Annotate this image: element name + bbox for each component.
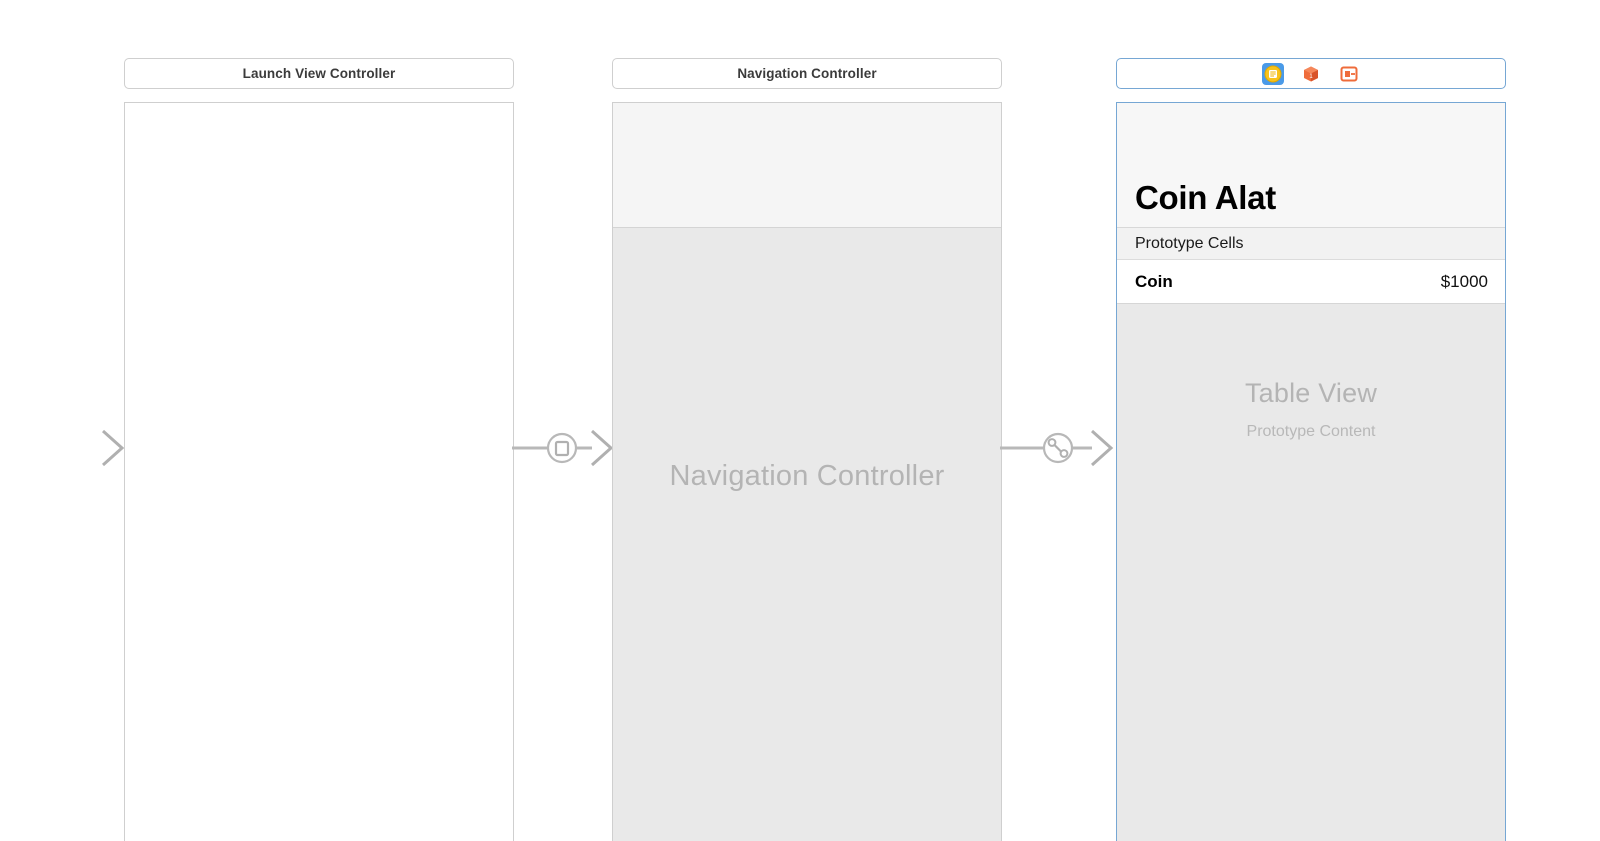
segue-glyph-present-modally bbox=[512, 429, 614, 467]
segue-launch-to-navigation[interactable] bbox=[512, 424, 618, 472]
exit-icon[interactable] bbox=[1338, 63, 1360, 85]
scene-dock-icon-bar[interactable]: 1 bbox=[1116, 58, 1506, 89]
relationship-glyph-root-view-controller bbox=[1000, 429, 1114, 467]
cell-title-label: Coin bbox=[1135, 271, 1173, 291]
cell-detail-label: $1000 bbox=[1440, 271, 1488, 291]
view-controller-icon[interactable] bbox=[1262, 62, 1284, 85]
relationship-root-view-controller[interactable] bbox=[1000, 424, 1122, 472]
scene-canvas-navigation[interactable]: Navigation Controller bbox=[612, 102, 1002, 841]
scene-title-label: Navigation Controller bbox=[737, 66, 877, 81]
prototype-cell-row[interactable]: Coin $1000 bbox=[1117, 260, 1505, 304]
navigation-bar bbox=[613, 103, 1001, 228]
svg-text:1: 1 bbox=[1309, 74, 1313, 80]
first-responder-icon[interactable]: 1 bbox=[1300, 63, 1322, 85]
table-view-placeholder: Table View Prototype Content bbox=[1117, 378, 1505, 441]
scene-title-label: Launch View Controller bbox=[242, 66, 396, 81]
page-title: Coin Alat bbox=[1135, 179, 1276, 216]
navigation-bar-large-title: Coin Alat bbox=[1117, 103, 1505, 228]
scene-titlebar-launch[interactable]: Launch View Controller bbox=[124, 58, 514, 89]
scene-canvas-launch[interactable] bbox=[124, 102, 514, 841]
scene-titlebar-navigation[interactable]: Navigation Controller bbox=[612, 58, 1002, 89]
table-section-header: Prototype Cells bbox=[1117, 228, 1505, 260]
table-view-placeholder-title: Table View bbox=[1244, 378, 1378, 408]
initial-view-controller-arrow[interactable] bbox=[18, 424, 128, 472]
entry-arrow-glyph bbox=[18, 429, 125, 467]
table-view-placeholder-subtitle: Prototype Content bbox=[1246, 423, 1376, 440]
scene-canvas-coin-alat[interactable]: Coin Alat Prototype Cells Coin $1000 Tab… bbox=[1116, 102, 1506, 841]
